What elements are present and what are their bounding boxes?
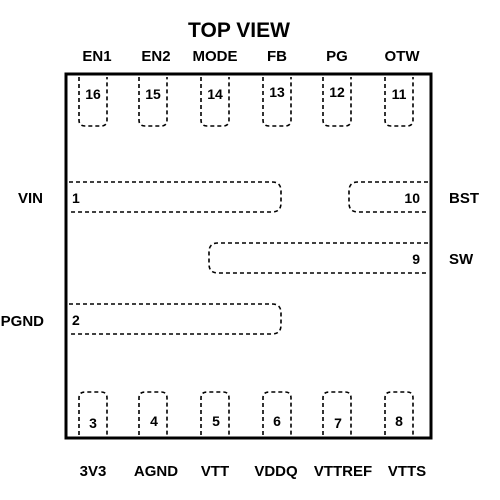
- pin-5-name: VTT: [201, 463, 229, 480]
- pin-4-pad: 4: [138, 391, 168, 435]
- pin-16-pad: 16: [78, 77, 108, 127]
- pin-3-pad: 3: [78, 391, 108, 435]
- pin-12-number: 12: [329, 84, 345, 100]
- pin-15-name: EN2: [141, 48, 170, 65]
- pin-10-pad: 10: [348, 181, 428, 213]
- pin-2-name: PGND: [1, 313, 45, 330]
- pin-2-pad: 2: [69, 303, 282, 335]
- pin-15-pad: 15: [138, 77, 168, 127]
- pin-7-name: VTTREF: [314, 463, 372, 480]
- pin-15-number: 15: [145, 86, 161, 102]
- pin-4-number: 4: [150, 413, 158, 429]
- pin-9-name: SW: [449, 251, 474, 268]
- pin-7-pad: 7: [322, 391, 352, 435]
- pin-2-number: 2: [72, 312, 80, 328]
- pin-1-number: 1: [72, 190, 80, 206]
- pin-9-number: 9: [412, 251, 420, 267]
- pin-10-name: BST: [449, 190, 479, 207]
- pin-8-number: 8: [395, 413, 403, 429]
- pin-5-pad: 5: [200, 391, 230, 435]
- pin-8-name: VTTS: [388, 463, 426, 480]
- pin-6-pad: 6: [262, 391, 292, 435]
- pin-13-number: 13: [269, 84, 285, 100]
- package-body: [64, 72, 433, 440]
- pin-16-number: 16: [85, 86, 101, 102]
- diagram-title: TOP VIEW: [188, 19, 290, 42]
- pin-14-pad: 14: [200, 77, 230, 127]
- pin-3-number: 3: [89, 415, 97, 431]
- pin-6-number: 6: [273, 413, 281, 429]
- pin-14-name: MODE: [193, 48, 238, 65]
- pin-9-pad: 9: [208, 242, 428, 274]
- pin-1-pad: 1: [69, 181, 282, 213]
- pin-3-name: 3V3: [80, 463, 107, 480]
- pin-12-name: PG: [326, 48, 348, 65]
- pin-6-name: VDDQ: [254, 463, 298, 480]
- pin-16-name: EN1: [82, 48, 111, 65]
- pin-7-number: 7: [334, 415, 342, 431]
- pin-13-pad: 13: [262, 77, 292, 127]
- pin-11-number: 11: [392, 86, 407, 102]
- pin-12-pad: 12: [322, 77, 352, 127]
- pin-8-pad: 8: [384, 391, 414, 435]
- pin-10-number: 10: [404, 190, 420, 206]
- pin-4-name: AGND: [134, 463, 178, 480]
- pin-13-name: FB: [267, 48, 287, 65]
- pin-1-name: VIN: [18, 190, 43, 207]
- pin-5-number: 5: [212, 413, 220, 429]
- pin-14-number: 14: [207, 86, 223, 102]
- pin-11-name: OTW: [385, 48, 421, 65]
- pin-11-pad: 11: [384, 77, 414, 127]
